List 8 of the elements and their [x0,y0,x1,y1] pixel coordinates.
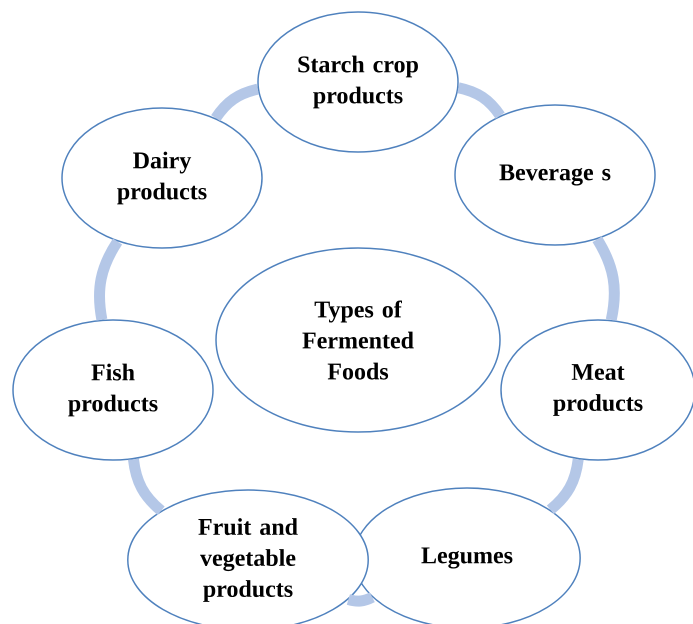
ring-segment [346,592,375,607]
ring-segment [546,458,584,514]
ring-segment [128,458,165,515]
ring-segment [457,82,505,119]
ring-segment [211,84,260,122]
ring-segment [592,236,620,321]
ring-segment [94,238,122,321]
node-label: Fruit and vegetable products [198,518,298,602]
